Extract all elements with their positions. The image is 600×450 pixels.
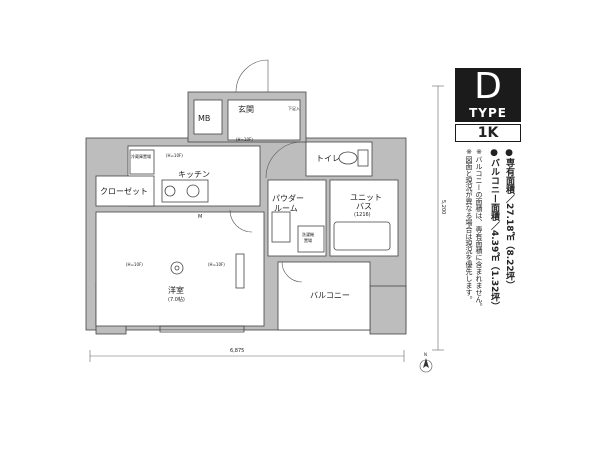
shelf (235, 253, 245, 289)
balcony-wall-right (369, 285, 407, 335)
sink (161, 179, 209, 203)
unit-bath-room (329, 179, 399, 257)
washer-space (297, 225, 325, 253)
western-room (95, 211, 265, 327)
toilet-label: トイレ (316, 154, 340, 163)
type-badge: D TYPE (455, 68, 521, 122)
toilet-tank (357, 149, 369, 167)
bathtub (333, 221, 391, 251)
western-room-size: (7.0帖) (168, 296, 185, 303)
mb-label: MB (198, 114, 210, 123)
kitchen-label: キッチン (178, 170, 210, 179)
width-dimension: 6,875 (230, 348, 244, 354)
powder-label-2: ルーム (274, 204, 298, 213)
washer-label-1: 洗濯機 (302, 231, 314, 237)
washbasin (271, 211, 291, 243)
ceiling-marker-3: (H=10F) (126, 262, 143, 267)
compass-label: N (424, 352, 427, 357)
floor-area-spec: ●専有面積／27.18㎡（8.22坪） (504, 148, 514, 290)
mb-room (193, 99, 223, 135)
note-2: ※図面と現況が異なる場合は現況を優先します。 (465, 148, 473, 303)
ceiling-light (170, 261, 184, 275)
entry-door-swing (235, 59, 269, 93)
unit-bath-label-2: バス (356, 202, 372, 211)
stove-burner (164, 185, 176, 197)
closet-label: クローゼット (100, 186, 148, 196)
toilet-bowl (338, 151, 358, 165)
unit-bath-label-1: ユニット (350, 193, 382, 202)
ceiling-marker-4: (H=10F) (208, 262, 225, 267)
closet-room (95, 175, 155, 207)
entrance-label: 玄関 (238, 104, 254, 114)
type-letter: D (474, 66, 502, 107)
ceiling-light-inner (174, 265, 180, 271)
depth-dimension: 5,200 (440, 200, 446, 214)
note-1: ※バルコニーの面積は、専有面積に含まれません。 (475, 148, 483, 310)
fridge-label: 冷蔵庫置場 (131, 153, 151, 159)
type-word: TYPE (469, 106, 507, 120)
western-room-label: 洋室 (168, 285, 184, 295)
balcony-room (277, 261, 371, 331)
ceiling-marker-2: (H=10F) (166, 153, 183, 158)
washer-label-2: 置場 (304, 237, 312, 243)
balcony-door-swing (281, 261, 303, 283)
room-door-swing (229, 209, 253, 233)
powder-room (267, 179, 327, 257)
unit-bath-size: (1216) (354, 212, 371, 218)
balcony-area-spec: ●バルコニー面積／4.39㎡（1.32坪） (489, 148, 499, 311)
window-sill (159, 325, 245, 333)
fridge-space (129, 149, 155, 175)
shoe-storage-label: 下足入 (288, 106, 300, 111)
sink-basin (186, 184, 200, 198)
compass-arrow (423, 358, 429, 368)
powder-label-1: パウダー (272, 193, 304, 203)
meter-label: M (198, 214, 202, 220)
ceiling-marker-1: (H=10F) (236, 137, 253, 142)
toilet-door-swing (265, 141, 303, 179)
entrance-room (227, 99, 301, 141)
balcony-label: バルコニー (310, 291, 350, 300)
layout-type: 1K (455, 124, 521, 142)
